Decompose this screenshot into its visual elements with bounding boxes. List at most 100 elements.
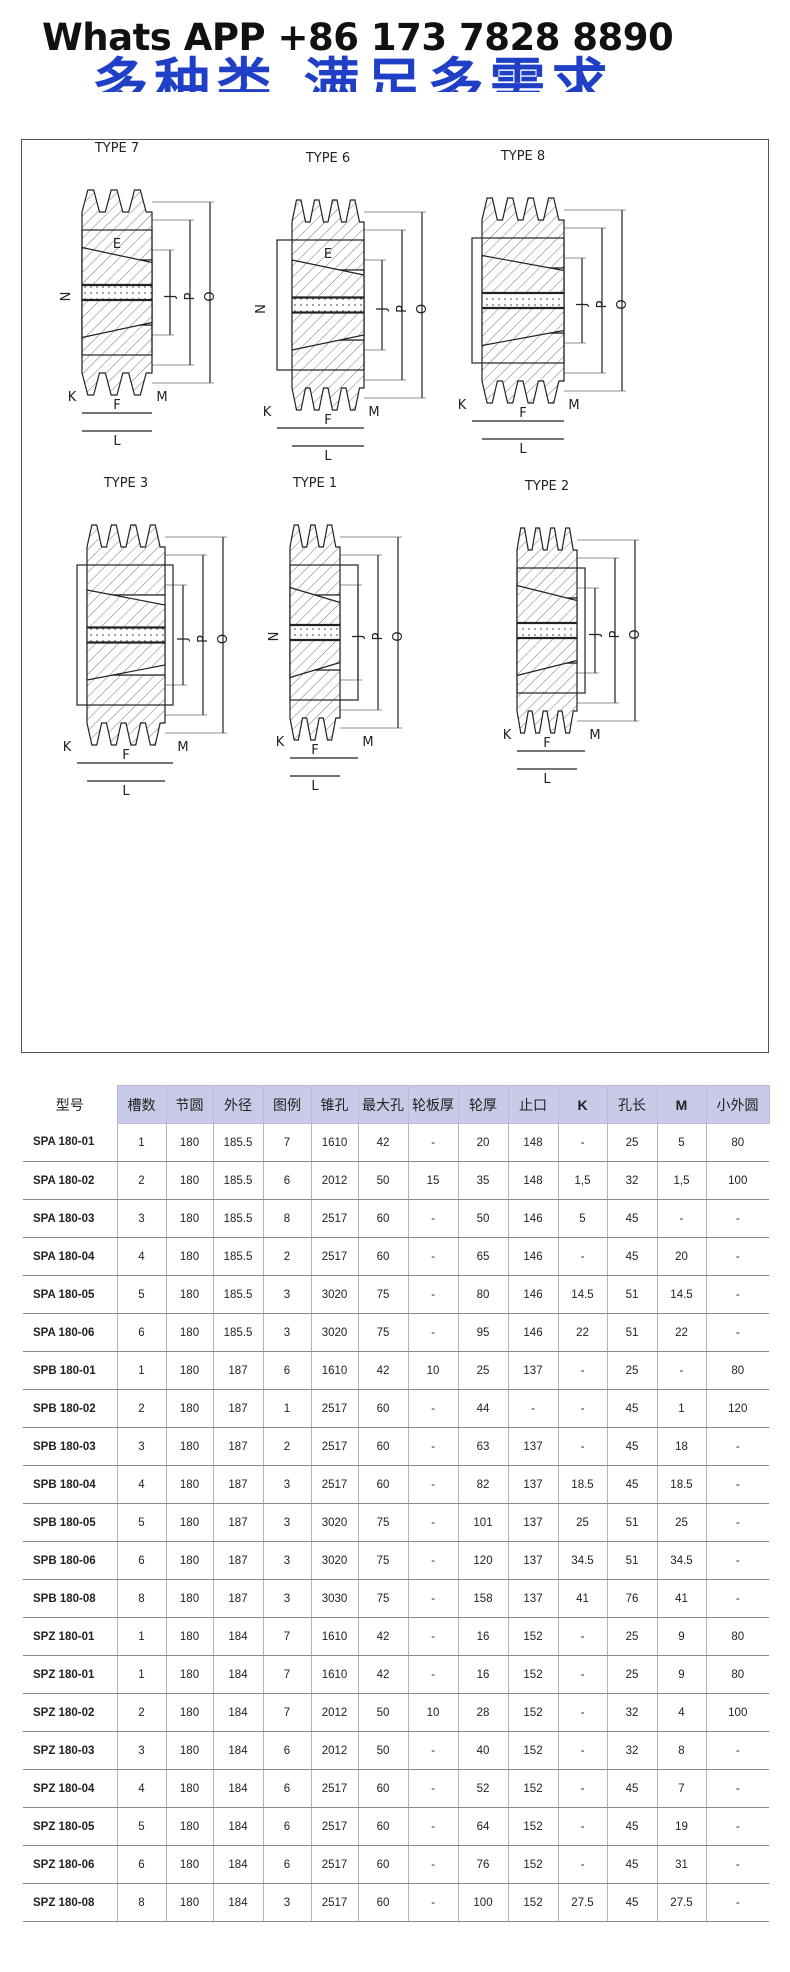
table-cell: 6 — [116, 1845, 166, 1884]
dim-label-L: L — [543, 772, 551, 787]
table-cell: 80 — [705, 1123, 769, 1162]
rim-top — [289, 524, 341, 596]
table-cell: 8 — [116, 1579, 166, 1618]
header-k: K — [557, 1085, 608, 1124]
bore — [481, 292, 565, 309]
table-cell: 180 — [165, 1313, 213, 1352]
table-cell: 14.5 — [557, 1275, 607, 1314]
table-cell: 28 — [457, 1693, 508, 1732]
table-cell: 75 — [357, 1579, 408, 1618]
dim-label-M: M — [156, 390, 167, 405]
dim-label-K: K — [63, 740, 72, 755]
dim-label-P: P — [183, 292, 198, 300]
table-cell: 14.5 — [656, 1275, 706, 1314]
table-cell: 3 — [262, 1541, 311, 1580]
table-cell: - — [557, 1807, 607, 1846]
dim-label-K: K — [276, 735, 285, 750]
table-cell: 5 — [656, 1123, 706, 1162]
rim-top — [86, 524, 166, 596]
table-cell-model: SPZ 180-04 — [23, 1769, 117, 1808]
dim-label-O: O — [615, 299, 630, 309]
table-cell: 3020 — [310, 1503, 358, 1542]
table-cell: 137 — [507, 1579, 558, 1618]
dim-label-F: F — [311, 743, 318, 758]
table-cell: - — [407, 1655, 458, 1694]
dim-label-K: K — [263, 405, 272, 420]
table-cell: 180 — [165, 1161, 213, 1200]
rim-top — [516, 527, 578, 599]
type6-title: TYPE 6 — [305, 151, 350, 166]
type8-title: TYPE 8 — [500, 149, 545, 164]
bore — [516, 622, 578, 639]
dim-label-E: E — [324, 247, 332, 262]
table-cell: 5 — [557, 1199, 607, 1238]
taper-top — [86, 589, 166, 628]
table-cell: 6 — [262, 1769, 311, 1808]
table-cell: 180 — [165, 1427, 213, 1466]
table-cell-model: SPZ 180-02 — [23, 1693, 117, 1732]
type6-drawing — [276, 199, 426, 447]
table-cell: 7 — [262, 1693, 311, 1732]
table-cell: 184 — [212, 1693, 263, 1732]
table-cell: 2517 — [310, 1237, 358, 1276]
table-cell: - — [557, 1693, 607, 1732]
type2-drawing — [516, 527, 639, 770]
table-cell: 51 — [606, 1503, 657, 1542]
header-face-width: 轮厚 — [457, 1085, 509, 1124]
table-cell: 51 — [606, 1541, 657, 1580]
header-grooves: 槽数 — [116, 1085, 167, 1124]
header-max-bore: 最大孔 — [357, 1085, 409, 1124]
table-cell: 60 — [357, 1807, 408, 1846]
table-cell: - — [407, 1237, 458, 1276]
table-cell: 51 — [606, 1275, 657, 1314]
table-cell: 2517 — [310, 1845, 358, 1884]
table-cell-model: SPZ 180-06 — [23, 1845, 117, 1884]
dim-label-F: F — [519, 406, 526, 421]
table-cell: 137 — [507, 1503, 558, 1542]
table-cell: 6 — [116, 1313, 166, 1352]
table-cell: 187 — [212, 1579, 263, 1618]
table-cell: 25 — [606, 1617, 657, 1656]
table-cell: 34.5 — [557, 1541, 607, 1580]
table-cell: - — [407, 1199, 458, 1238]
table-cell: 60 — [357, 1389, 408, 1428]
table-cell-model: SPZ 180-08 — [23, 1883, 117, 1922]
table-cell: 95 — [457, 1313, 508, 1352]
table-cell: 184 — [212, 1845, 263, 1884]
table-cell: 2 — [116, 1161, 166, 1200]
table-cell: 180 — [165, 1617, 213, 1656]
table-header-row: 型号 槽数 节圆 外径 图例 锥孔 最大孔 轮板厚 轮厚 止口 K 孔长 M 小… — [23, 1085, 770, 1124]
table-cell: 9 — [656, 1655, 706, 1694]
table-cell-model: SPB 180-04 — [23, 1465, 117, 1504]
table-cell: 2 — [116, 1389, 166, 1428]
table-cell: 187 — [212, 1541, 263, 1580]
table-cell: 60 — [357, 1237, 408, 1276]
table-cell: 16 — [457, 1655, 508, 1694]
table-cell: 3020 — [310, 1541, 358, 1580]
table-cell: 180 — [165, 1883, 213, 1922]
table-cell: - — [656, 1351, 706, 1390]
table-cell: 27.5 — [557, 1883, 607, 1922]
table-cell: 44 — [457, 1389, 508, 1428]
table-cell: 82 — [457, 1465, 508, 1504]
table-cell: 180 — [165, 1503, 213, 1542]
table-cell: 1610 — [310, 1617, 358, 1656]
table-cell: - — [557, 1237, 607, 1276]
table-cell: 1610 — [310, 1351, 358, 1390]
table-cell: 6 — [262, 1351, 311, 1390]
table-cell: 1 — [116, 1655, 166, 1694]
type2-title: TYPE 2 — [524, 479, 569, 494]
table-cell: 180 — [165, 1655, 213, 1694]
table-cell: 45 — [606, 1845, 657, 1884]
table-cell: 60 — [357, 1845, 408, 1884]
dim-label-J: J — [588, 633, 603, 638]
